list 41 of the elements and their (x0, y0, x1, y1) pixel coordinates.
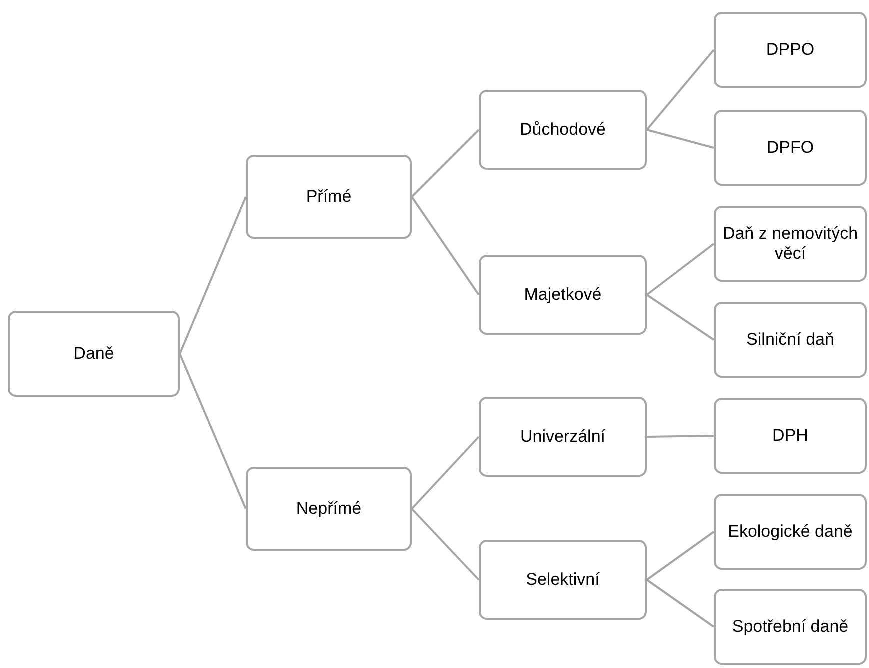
category-box (714, 302, 867, 378)
box-label: Důchodové (520, 120, 606, 140)
connector-line (646, 294, 715, 341)
connector-line (646, 49, 715, 131)
box-label: DPFO (766, 138, 814, 158)
connector-line (411, 436, 480, 510)
category-box (479, 255, 647, 335)
connector-line (179, 196, 247, 354)
category-box (479, 90, 647, 170)
category-box (8, 311, 180, 397)
box-label: Ekologické daně (728, 522, 853, 542)
connector-line (646, 243, 715, 296)
box-label: Spotřební daně (732, 616, 849, 638)
connector-line (411, 129, 480, 198)
box-label: Silniční daň (746, 330, 834, 350)
connector-line (411, 196, 480, 296)
box-label: Daň z nemovitých věcí (722, 224, 860, 264)
box-label: Univerzální (520, 426, 606, 448)
box-label: Přímé (306, 186, 352, 208)
box-label: Nepřímé (296, 498, 362, 520)
box-label: Daně (74, 344, 114, 364)
box-label: Majetkové (524, 284, 602, 306)
category-box (479, 540, 647, 620)
category-box (714, 398, 867, 474)
category-box (714, 12, 867, 88)
box-label: DPPO (766, 40, 815, 60)
category-box (714, 110, 867, 186)
box-label: DPH (772, 426, 808, 446)
connector-line (646, 129, 714, 149)
category-box (479, 397, 647, 477)
box-label: Selektivní (526, 570, 600, 590)
category-box (246, 155, 412, 239)
category-box (714, 494, 867, 570)
connector-line (411, 508, 480, 581)
connector-line (646, 579, 715, 628)
category-box (714, 206, 867, 282)
connector-line (646, 531, 715, 581)
connector-line (179, 354, 247, 510)
category-box (714, 589, 867, 665)
category-box (246, 467, 412, 551)
connector-line (646, 435, 714, 438)
